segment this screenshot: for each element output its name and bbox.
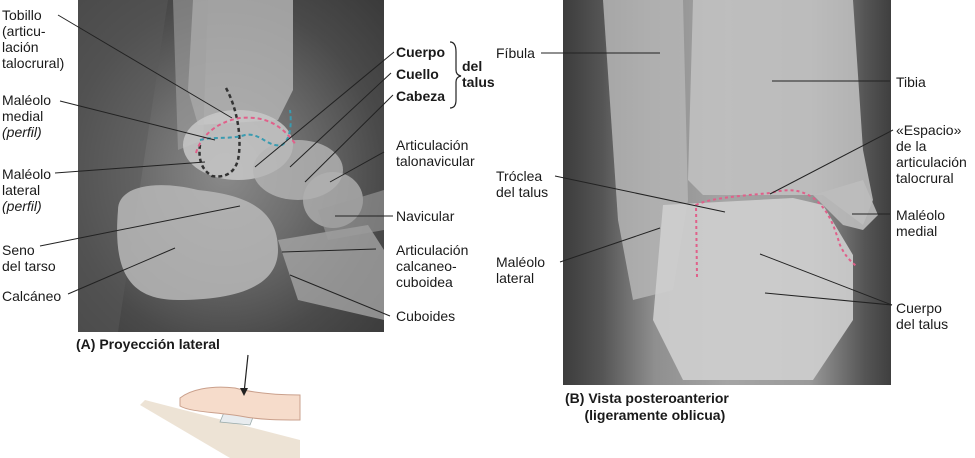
label-maleolo-lateral-b: Maléolo lateral [496, 254, 546, 286]
label-cabeza: Cabeza [396, 88, 446, 104]
label-maleolo-lateral-a-note: (perfil) [2, 198, 42, 214]
label-art-talonavicular: Articulación talonavicular [396, 137, 475, 169]
label-navicular: Navicular [396, 208, 455, 224]
label-seno-tarso: Seno del tarso [2, 242, 56, 274]
label-cuboides: Cuboides [396, 308, 456, 324]
caption-b: (B) Vista posteroanterior (ligeramente o… [565, 390, 729, 423]
label-calcaneo: Calcáneo [2, 288, 62, 304]
label-cuello: Cuello [396, 66, 439, 82]
label-maleolo-lateral-a: Maléolo lateral [2, 166, 52, 198]
label-cuerpo-talus: Cuerpo del talus [896, 300, 949, 332]
label-tobillo: Tobillo (articu- lación talocrural) [2, 7, 65, 71]
lateral-ankle-bones [78, 0, 384, 332]
foot-positioning-illustration [140, 354, 301, 458]
posteroanterior-radiograph [563, 0, 891, 385]
label-del-talus: del talus [462, 58, 495, 90]
talus-brace [449, 41, 462, 109]
label-maleolo-medial-a-note: (perfil) [2, 124, 42, 140]
label-fibula: Fíbula [496, 45, 535, 61]
lateral-radiograph [78, 0, 384, 332]
label-tibia: Tibia [896, 74, 926, 90]
pa-ankle-bones [603, 0, 878, 380]
caption-a: (A) Proyección lateral [76, 336, 220, 352]
label-espacio-articulacion: «Espacio» de la articulación talocrural [896, 122, 967, 186]
label-maleolo-medial-a: Maléolo medial [2, 92, 52, 124]
label-troclea: Tróclea del talus [496, 168, 549, 200]
label-art-calcaneocuboidea: Articulación calcaneo- cuboidea [396, 242, 469, 290]
label-cuerpo: Cuerpo [396, 44, 445, 60]
label-maleolo-medial-b: Maléolo medial [896, 207, 946, 239]
